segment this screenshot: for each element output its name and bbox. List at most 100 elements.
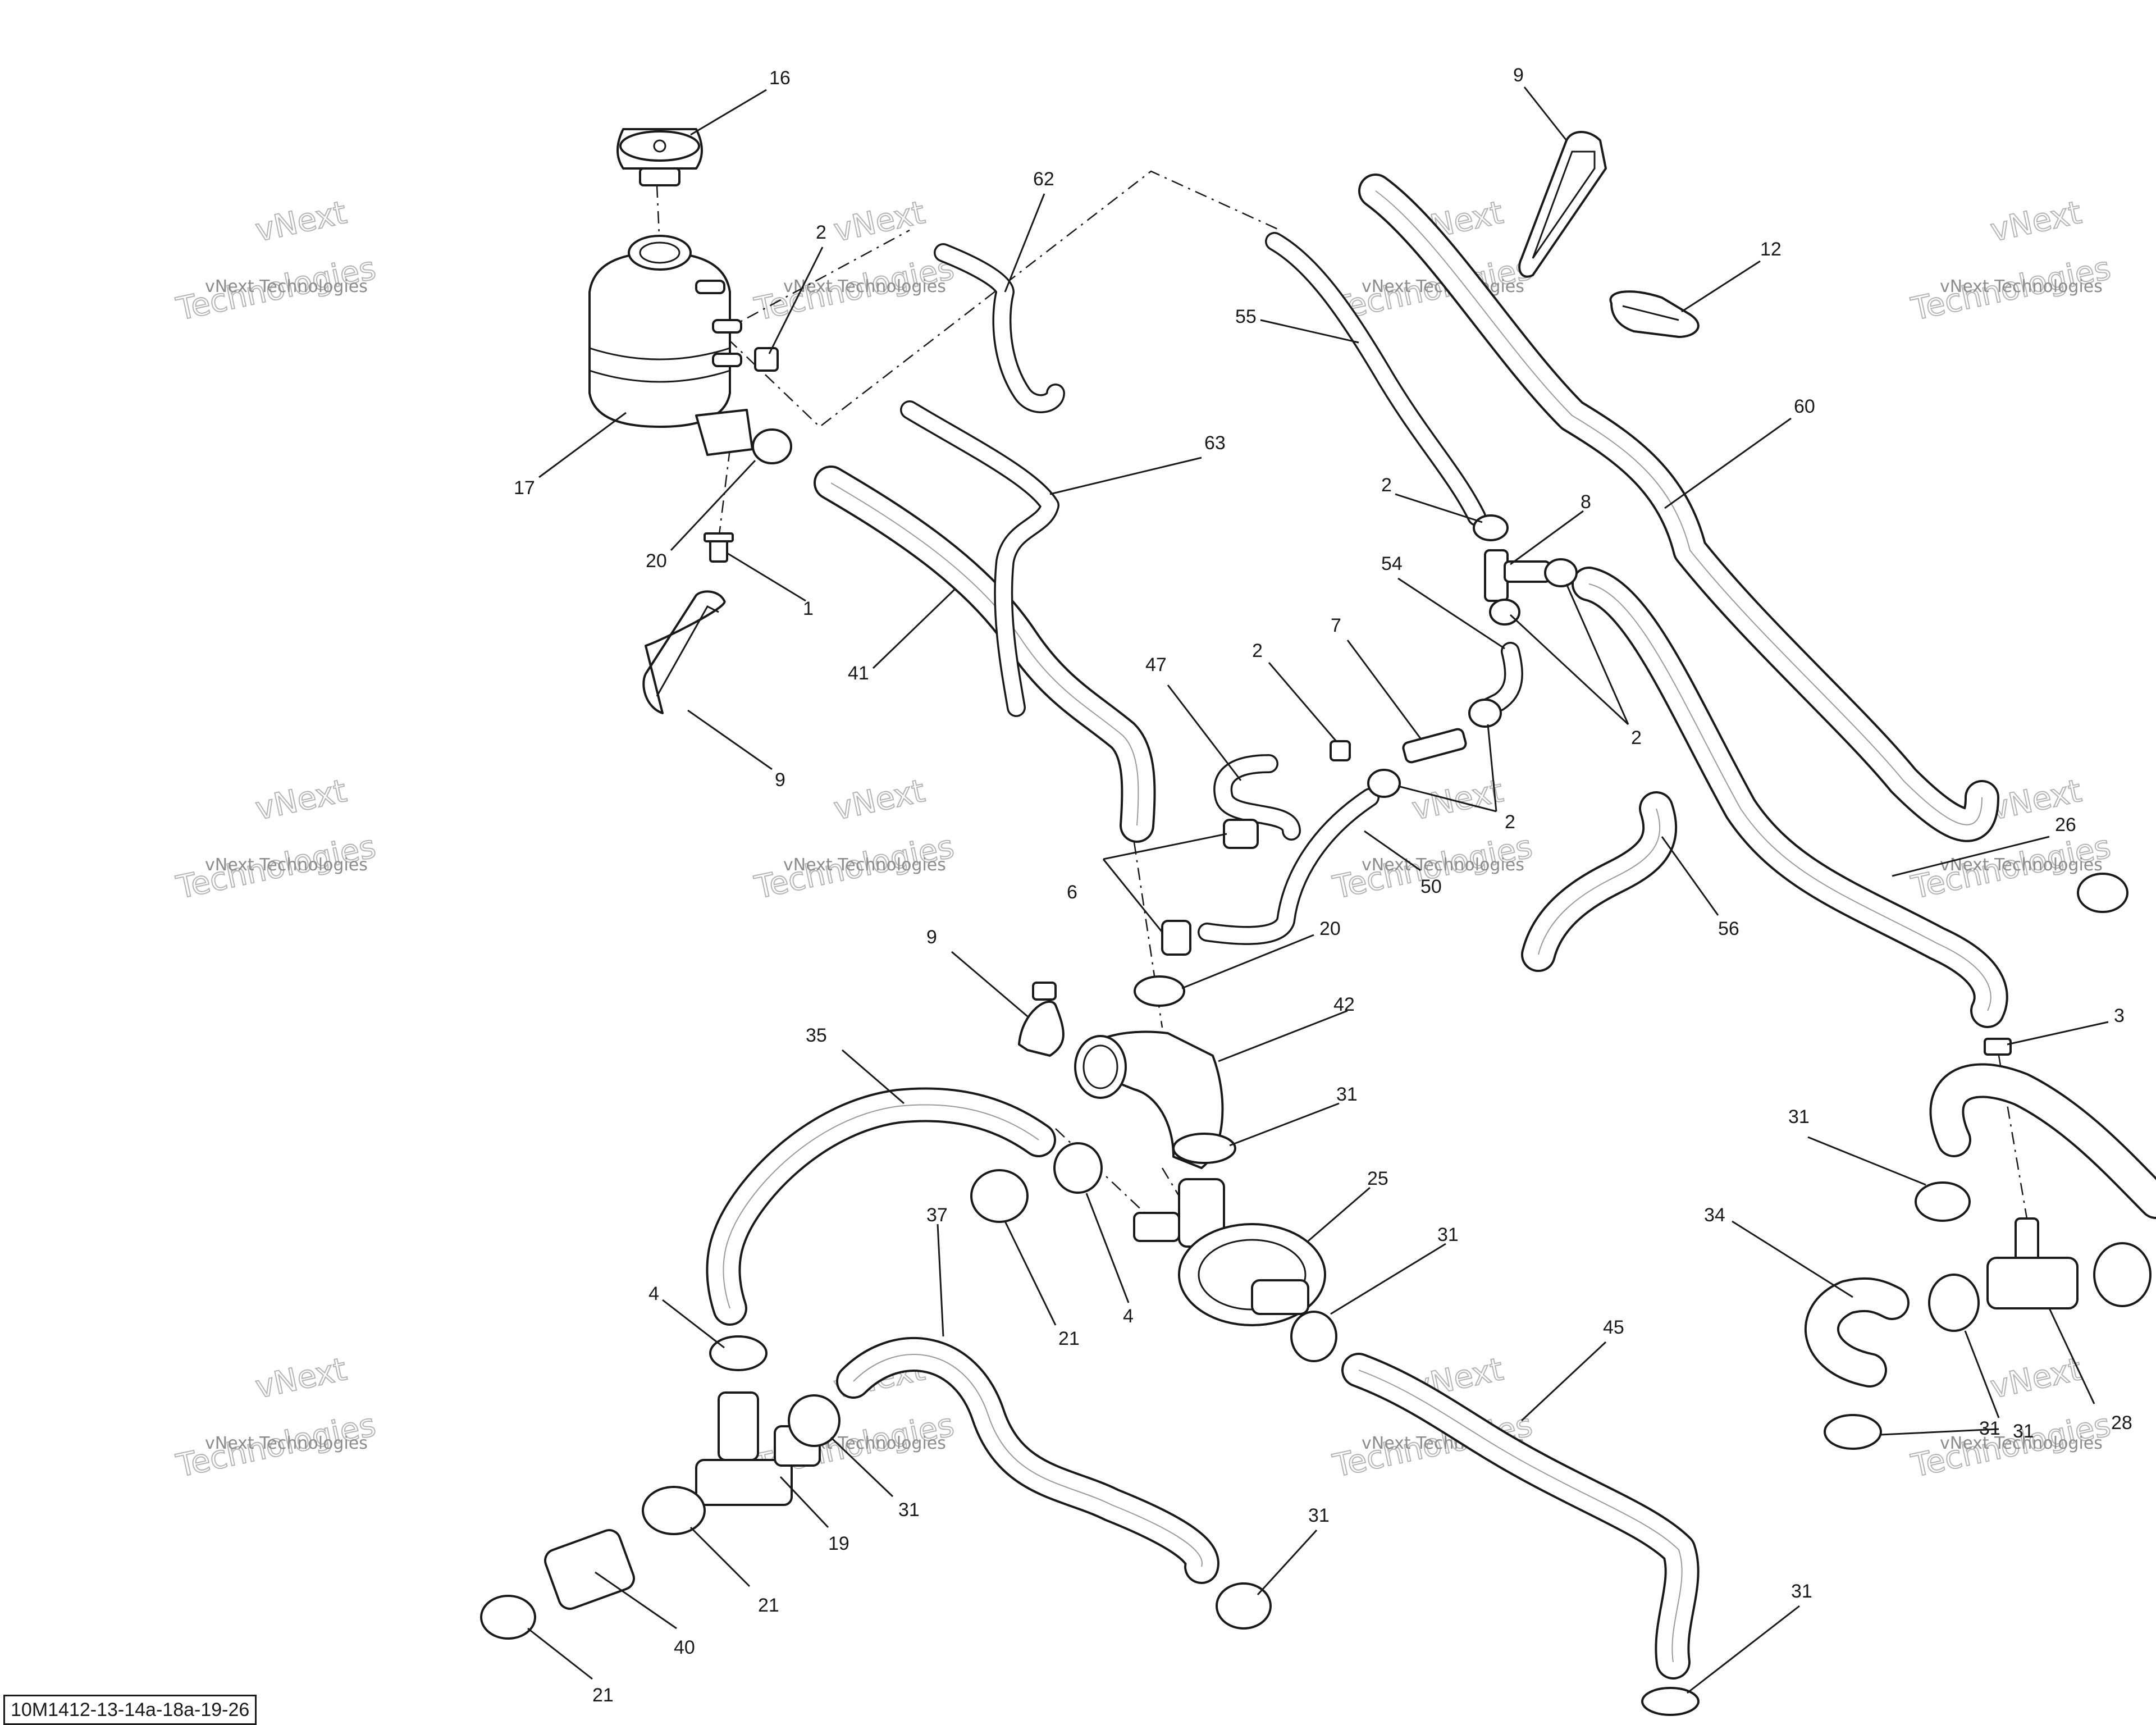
- callout-31-hose37: 31: [1308, 1505, 1330, 1526]
- callout-1: 1: [803, 598, 814, 619]
- hose-45: [1341, 1353, 1700, 1680]
- callout-20-lower: 20: [1319, 918, 1341, 939]
- callout-47: 47: [1145, 654, 1167, 676]
- callout-12: 12: [1760, 239, 1782, 260]
- svg-text:vNext: vNext: [252, 1351, 350, 1406]
- clamp-31-hose37: [1216, 1582, 1272, 1630]
- callout-40: 40: [674, 1637, 695, 1658]
- callout-31-right-mid: 31: [1979, 1418, 2000, 1439]
- callouts: 16 17 20 1 2 9 62 41 63 55 9 12 60 2 8 5…: [514, 65, 2132, 1706]
- clamp-2-tank: [754, 347, 779, 372]
- coupler-40: [544, 1529, 635, 1610]
- hose-60: [1358, 174, 1999, 842]
- gasket-12: [1609, 290, 1700, 338]
- callout-7: 7: [1331, 615, 1341, 636]
- svg-text:vNext Technologies: vNext Technologies: [205, 1434, 368, 1453]
- hose-54: [1478, 642, 1523, 717]
- hose-63: [900, 400, 1059, 717]
- assembly-line-25: [1161, 1167, 1180, 1197]
- svg-text:vNext: vNext: [830, 194, 928, 249]
- clamp-21-upper: [970, 1169, 1029, 1223]
- bracket-9-top: [1518, 131, 1607, 278]
- callout-56: 56: [1718, 918, 1739, 939]
- svg-text:vNext Technologies: vNext Technologies: [1940, 1434, 2103, 1453]
- svg-text:vNext: vNext: [252, 773, 350, 828]
- callout-35: 35: [806, 1025, 827, 1046]
- callout-2-tank: 2: [816, 222, 826, 243]
- hose-62: [934, 243, 1065, 413]
- callout-2-mid: 2: [1252, 640, 1263, 661]
- callout-9-center: 9: [926, 927, 937, 948]
- svg-text:vNext Technologies: vNext Technologies: [1362, 855, 1524, 875]
- hose-50: [1198, 788, 1380, 945]
- thermostat-25: [1133, 1178, 1326, 1326]
- callout-21-lower: 21: [592, 1685, 614, 1706]
- clamp-20-tank: [752, 428, 792, 464]
- callout-50: 50: [1420, 876, 1442, 897]
- clamp-21-middle: [642, 1486, 706, 1535]
- assembly-line-cap-tank: [656, 185, 661, 248]
- svg-text:vNext Technologies: vNext Technologies: [205, 277, 368, 296]
- tee-fitting-19: [695, 1391, 821, 1506]
- watermark-bottom-right: vNext Technologies vNext Technologies: [1907, 1350, 2114, 1485]
- hose-35: [706, 1087, 1056, 1326]
- callout-28: 28: [2111, 1412, 2132, 1434]
- callout-16: 16: [769, 67, 791, 89]
- callout-21-upper: 21: [1058, 1328, 1080, 1349]
- watermark-bottom-left: vNext Technologies vNext Technologies: [172, 1350, 379, 1485]
- callout-17: 17: [514, 477, 535, 499]
- callout-60: 60: [1794, 396, 1815, 417]
- hose-upper-right: [1929, 1063, 2156, 1219]
- clamp-2-lower: [1330, 699, 1502, 798]
- callout-31-right-upper: 31: [1788, 1106, 1810, 1128]
- callout-2-lower: 2: [1505, 811, 1515, 833]
- callout-41: 41: [848, 663, 869, 684]
- callout-2-upper: 2: [1381, 474, 1392, 496]
- svg-text:vNext Technologies: vNext Technologies: [783, 855, 946, 875]
- hose-41: [814, 466, 1156, 843]
- watermark-top-center: vNext Technologies vNext Technologies: [751, 194, 957, 328]
- svg-text:vNext: vNext: [1987, 1351, 2085, 1406]
- fitting-7: [1402, 728, 1467, 764]
- svg-text:vNext: vNext: [1987, 194, 2085, 249]
- drawing-reference-label: 10M1412-13-14a-18a-19-26: [3, 1695, 257, 1725]
- callout-3: 3: [2114, 1005, 2125, 1026]
- clamp-2-upper: [1473, 514, 1578, 626]
- tee-fitting-28: [1986, 1217, 2079, 1309]
- watermark-top-right: vNext Technologies vNext Technologies: [1907, 194, 2114, 328]
- watermark-mid-left: vNext Technologies vNext Technologies: [172, 772, 379, 907]
- callout-2-right: 2: [1631, 727, 1642, 749]
- callout-20-top: 20: [646, 550, 667, 572]
- svg-text:vNext: vNext: [1409, 773, 1506, 828]
- clamp-3: [1984, 1038, 2012, 1056]
- callout-63: 63: [1204, 432, 1226, 454]
- expansion-tank: [588, 235, 753, 456]
- clamp-4-upper: [1053, 1142, 1103, 1194]
- svg-text:vNext: vNext: [252, 194, 350, 249]
- clamp-31-right-upper: [1915, 1181, 1971, 1222]
- bracket-9-center: [1018, 982, 1065, 1057]
- hose-47: [1213, 754, 1301, 841]
- callout-55: 55: [1235, 306, 1257, 327]
- callout-26: 26: [2055, 814, 2076, 836]
- callout-45: 45: [1603, 1317, 1624, 1338]
- hose-55: [1265, 232, 1486, 526]
- watermark-top-left: vNext Technologies vNext Technologies: [172, 194, 379, 328]
- tee-fitting-8: [1484, 549, 1551, 602]
- callout-4-mid: 4: [1123, 1306, 1134, 1327]
- callout-6: 6: [1067, 882, 1077, 903]
- svg-text:vNext: vNext: [830, 773, 928, 828]
- callout-9-left: 9: [775, 769, 785, 791]
- svg-text:vNext Technologies: vNext Technologies: [1940, 277, 2103, 296]
- hose-56: [1521, 791, 1678, 972]
- svg-text:vNext Technologies: vNext Technologies: [1940, 855, 2103, 875]
- svg-text:vNext Technologies: vNext Technologies: [783, 277, 946, 296]
- callout-25: 25: [1367, 1168, 1388, 1189]
- bracket-9-left: [642, 590, 726, 714]
- clamp-26-right: [2077, 873, 2128, 913]
- callout-42: 42: [1333, 994, 1355, 1015]
- clips-6: [1161, 819, 1259, 956]
- hoses: [706, 174, 2156, 1680]
- callout-31-right-lower: 31: [2013, 1421, 2034, 1442]
